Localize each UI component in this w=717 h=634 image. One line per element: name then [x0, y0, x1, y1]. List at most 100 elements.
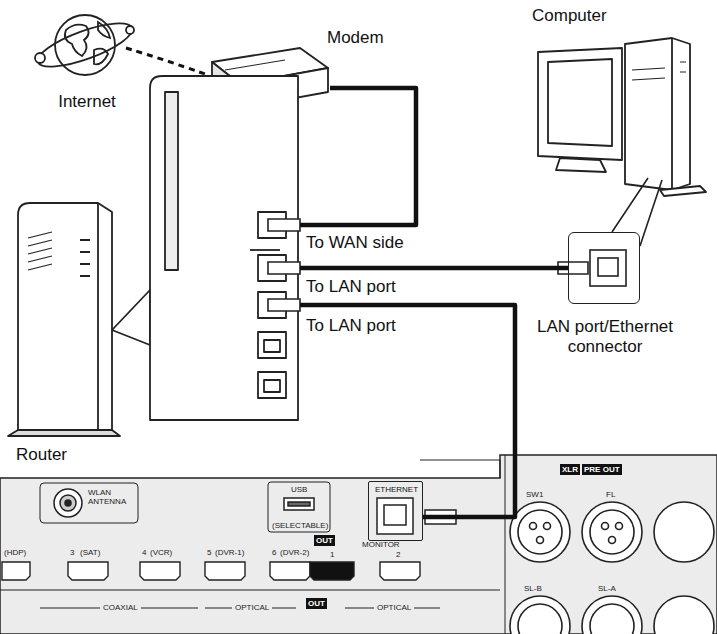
- router-rear-panel: [250, 249, 280, 251]
- receiver-rear-panel: [54, 489, 82, 517]
- ethernet-port: ETHERNET: [368, 481, 423, 541]
- receiver-rear-panel: [60, 495, 76, 511]
- hdmi-connector: [380, 562, 420, 580]
- group-label: COAXIAL: [100, 603, 141, 612]
- hdmi-connector: [2, 562, 420, 580]
- lan-jack: [598, 258, 618, 276]
- input-number: 5: [207, 548, 211, 557]
- channel-label: SW1: [526, 490, 543, 499]
- computer-icon: [660, 186, 706, 196]
- device-label: ETHERNET: [369, 485, 424, 494]
- group-label: OPTICAL: [374, 603, 414, 612]
- router-icon: [18, 203, 112, 430]
- globe-icon: [126, 26, 134, 34]
- device-label: Internet: [36, 92, 138, 112]
- input-label: (VCR): [150, 548, 172, 557]
- router-rear-panel: [165, 92, 178, 270]
- router: Router: [10, 75, 300, 470]
- receiver-rear-panel: [40, 483, 138, 523]
- receiver-rear-panel: [420, 460, 500, 478]
- xlr-connector: [654, 596, 714, 634]
- router-icon: [80, 240, 90, 276]
- receiver-rear-panel: [284, 498, 314, 510]
- computer-icon: [548, 59, 612, 146]
- computer-icon: [538, 48, 622, 160]
- router-rear-panel: [264, 340, 280, 352]
- badge-label: XLR: [560, 464, 580, 475]
- xlr-connector: [537, 537, 544, 544]
- xlr-connector: [518, 604, 562, 634]
- input-number: 3: [70, 548, 74, 557]
- output-number: 1: [330, 550, 334, 559]
- hdmi-connector: [68, 562, 108, 580]
- input-label: (HDP): [4, 548, 26, 557]
- xlr-connector: [609, 537, 616, 544]
- router-icon: [8, 430, 120, 436]
- computer-icon: [671, 38, 673, 190]
- router-rear-panel: [112, 290, 150, 345]
- output-label: MONITOR: [362, 540, 400, 549]
- router-rear-panel: [258, 332, 286, 358]
- input-label: (DVR-2): [280, 548, 309, 557]
- hdmi-connector: [270, 562, 310, 580]
- input-label: (DVR-1): [215, 548, 244, 557]
- cable-plug: [268, 219, 300, 311]
- receiver-rear-panel: [65, 500, 71, 506]
- router-icon: [28, 232, 52, 270]
- network-cable: [300, 266, 568, 271]
- hdmi-connector: [2, 562, 30, 580]
- group-label: OPTICAL: [232, 603, 272, 612]
- xlr-connector: [590, 604, 634, 634]
- badge-label: PRE OUT: [582, 464, 622, 475]
- device-label: Modem: [327, 28, 407, 48]
- computer-icon: [632, 62, 686, 80]
- device-label: Computer: [532, 6, 652, 26]
- port-label: (SELECTABLE): [272, 521, 328, 530]
- receiver-rear-panel: [268, 482, 330, 532]
- network-cable: [126, 48, 205, 74]
- globe-icon: [33, 15, 137, 76]
- input-number: 4: [142, 548, 146, 557]
- callout-leader: [612, 178, 662, 246]
- modem: Modem: [205, 40, 330, 115]
- xlr-connector: [616, 523, 623, 530]
- router-rear-panel: [150, 76, 298, 420]
- hdmi-connector: [310, 562, 354, 580]
- network-cable: [300, 88, 416, 225]
- antenna-label: WLAN ANTENNA: [88, 488, 130, 506]
- hdmi-connector: [140, 562, 180, 580]
- port-label: USB: [291, 485, 307, 494]
- receiver-rear-panel: [505, 455, 506, 634]
- cable-label: To LAN port: [304, 316, 398, 336]
- device-label: Router: [16, 445, 106, 465]
- network-cable: [300, 305, 515, 517]
- xlr-connector: [544, 523, 551, 530]
- badge-label: OUT: [306, 598, 327, 609]
- router-icon: [8, 203, 120, 436]
- xlr-connector: [602, 523, 609, 530]
- router-rear-panel: [264, 380, 280, 392]
- xlr-connector: [510, 502, 714, 634]
- input-label: (SAT): [80, 548, 100, 557]
- cable-plug: [268, 219, 300, 231]
- lan-port-callout: LAN port/Ethernet connector: [568, 232, 640, 304]
- xlr-connector: [530, 523, 537, 530]
- xlr-connector: [582, 596, 642, 634]
- xlr-connector: [654, 502, 714, 562]
- xlr-connector: [590, 510, 634, 554]
- channel-label: SL-B: [524, 584, 542, 593]
- globe-icon: [35, 53, 45, 63]
- computer-icon: [556, 158, 606, 172]
- callout-leader: [640, 180, 662, 246]
- xlr-connector: [518, 510, 562, 554]
- computer-icon: [538, 38, 706, 196]
- computer: Computer: [530, 40, 705, 190]
- callout-leader: [612, 178, 648, 232]
- cable-label: To WAN side: [304, 233, 406, 253]
- receiver-rear-panel: [0, 590, 500, 591]
- xlr-connector: [510, 596, 570, 634]
- receiver-rear-panel: [377, 498, 413, 534]
- output-number: 2: [396, 550, 400, 559]
- badge-label: OUT: [314, 535, 335, 546]
- router-rear-panel: [112, 76, 298, 420]
